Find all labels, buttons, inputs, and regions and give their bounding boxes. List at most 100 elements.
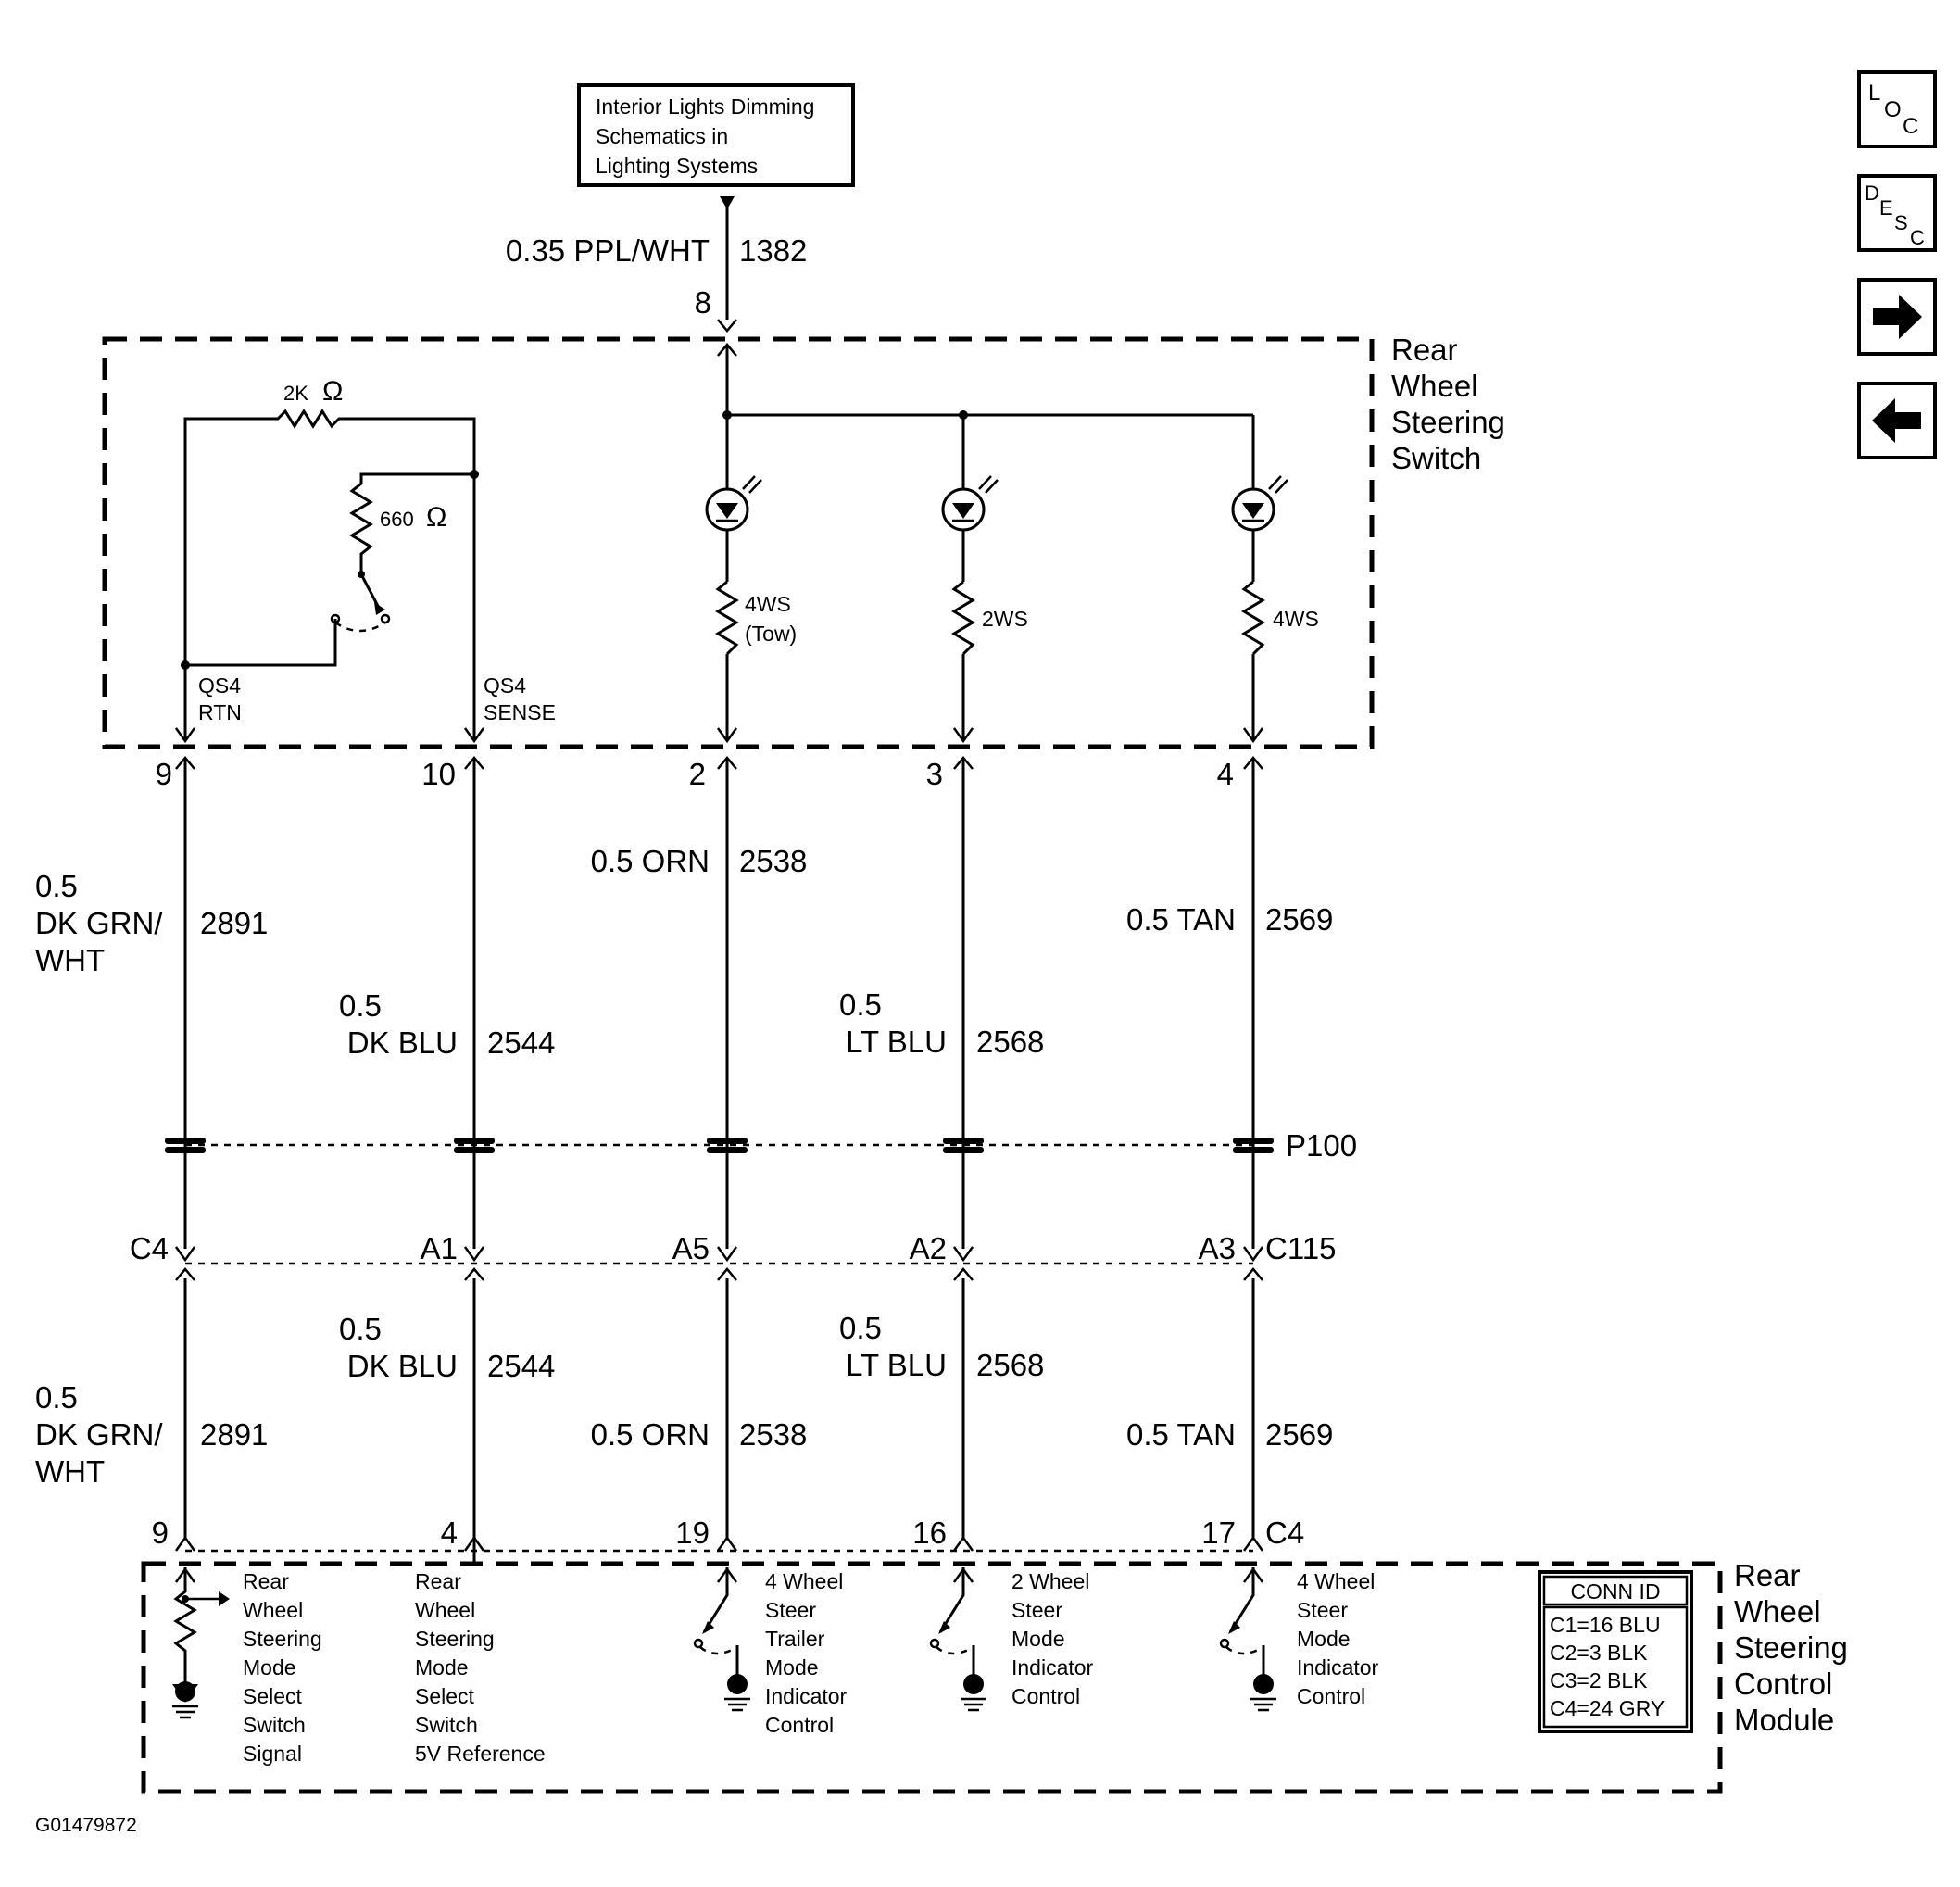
upper-w1-circuit: 2891 xyxy=(200,906,268,940)
arrow-right-icon xyxy=(1873,295,1922,339)
resistor-660-unit: Ω xyxy=(426,502,446,533)
lamp-resistor-2-label: 2WS xyxy=(982,607,1028,631)
desc-button[interactable]: D E S C xyxy=(1857,174,1937,252)
switch-title-line-4: Switch xyxy=(1391,441,1481,475)
col1-line-6: Switch xyxy=(243,1713,306,1737)
col2-line-6: Switch xyxy=(415,1713,478,1737)
conn-id-row-3: C3=2 BLK xyxy=(1550,1668,1648,1692)
top-wire[interactable] xyxy=(717,196,737,333)
top-wire-circuit: 1382 xyxy=(739,233,807,268)
c115-pin-a1: A1 xyxy=(421,1231,458,1265)
upper-w5-circuit: 2569 xyxy=(1265,902,1333,937)
col4-line-3: Mode xyxy=(1011,1627,1065,1651)
col5-line-3: Mode xyxy=(1297,1627,1351,1651)
module-pin-4: 4 xyxy=(441,1516,458,1550)
next-arrow-button[interactable] xyxy=(1857,278,1937,356)
col5-labels: 4 Wheel Steer Mode Indicator Control xyxy=(1297,1569,1379,1708)
desc-letter-e: E xyxy=(1879,196,1893,220)
col5-line-4: Indicator xyxy=(1297,1655,1379,1679)
lower-wire-labels: 0.5 DK GRN/ WHT 2891 0.5 DK BLU 2544 0.5… xyxy=(35,1311,1333,1489)
c115-pin-a3: A3 xyxy=(1199,1231,1236,1265)
col2-line-4: Mode xyxy=(415,1655,469,1679)
lower-w3-label: 0.5 ORN xyxy=(591,1417,710,1452)
col3-line-6: Control xyxy=(765,1713,834,1737)
c115-connector[interactable] xyxy=(174,1246,1264,1281)
conn-id-row-2: C2=3 BLK xyxy=(1550,1641,1648,1665)
col5-line-2: Steer xyxy=(1297,1598,1348,1622)
driver-switch-4ws xyxy=(1219,1566,1276,1712)
col1-line-5: Select xyxy=(243,1684,303,1708)
col5-line-1: 4 Wheel xyxy=(1297,1569,1375,1593)
col3-line-5: Indicator xyxy=(765,1684,848,1708)
lamp-branch-2 xyxy=(941,415,999,744)
module-connector-c4[interactable] xyxy=(174,1535,1264,1553)
top-wire-label: 0.35 PPL/WHT xyxy=(506,233,710,268)
lower-w2-size: 0.5 xyxy=(339,1312,382,1346)
c115-pin-a2: A2 xyxy=(910,1231,947,1265)
c115-label: C115 xyxy=(1265,1231,1336,1265)
col4-line-5: Control xyxy=(1011,1684,1080,1708)
module-pin-16: 16 xyxy=(912,1516,947,1550)
switch-pin-4: 4 xyxy=(1217,757,1234,791)
col2-line-7: 5V Reference xyxy=(415,1742,546,1766)
module-title-line-1: Rear xyxy=(1734,1558,1801,1592)
loc-letter-o: O xyxy=(1884,97,1902,122)
lamp-branch-1 xyxy=(705,415,762,744)
conn-id-table: CONN ID C1=16 BLU C2=3 BLK C3=2 BLK C4=2… xyxy=(1538,1570,1693,1733)
lower-w2-circuit: 2544 xyxy=(487,1349,555,1383)
switch-pin-2: 2 xyxy=(689,757,706,791)
module-pin-9: 9 xyxy=(152,1516,169,1550)
loc-letter-l: L xyxy=(1868,81,1880,106)
col5-line-5: Control xyxy=(1297,1684,1365,1708)
col1-labels: Rear Wheel Steering Mode Select Switch S… xyxy=(243,1569,322,1766)
loc-button[interactable]: L O C xyxy=(1857,70,1937,148)
lower-w1-circuit: 2891 xyxy=(200,1417,268,1452)
desc-letter-d: D xyxy=(1865,182,1879,205)
col3-line-4: Mode xyxy=(765,1655,819,1679)
resistor-2k-label: 2K xyxy=(283,382,308,405)
p100-pass-through[interactable] xyxy=(165,1138,1274,1153)
switch-title-line-2: Wheel xyxy=(1391,369,1478,403)
reference-line-3: Lighting Systems xyxy=(596,154,758,178)
top-wire-pin: 8 xyxy=(695,285,711,320)
lower-w1-size: 0.5 xyxy=(35,1380,78,1415)
upper-w4-circuit: 2568 xyxy=(976,1025,1044,1059)
upper-w4-size: 0.5 xyxy=(839,988,882,1022)
mode-select-signal-input xyxy=(172,1566,230,1719)
switch-pins: 9 10 2 3 4 xyxy=(156,757,1234,791)
driver-switch-4ws-tow xyxy=(693,1566,750,1712)
upper-w2-color: DK BLU xyxy=(347,1025,458,1060)
module-title-line-5: Module xyxy=(1734,1703,1834,1737)
reference-box[interactable]: Interior Lights Dimming Schematics in Li… xyxy=(577,83,855,187)
c115-pin-a5: A5 xyxy=(672,1231,710,1265)
switch-title: Rear Wheel Steering Switch xyxy=(1391,333,1505,475)
qs4-rtn-label-a: QS4 xyxy=(198,673,241,698)
upper-w1-size: 0.5 xyxy=(35,869,78,903)
prev-arrow-button[interactable] xyxy=(1857,382,1937,459)
module-pin-19: 19 xyxy=(675,1516,710,1550)
qs4-sense-label-a: QS4 xyxy=(484,673,526,698)
lower-w3-circuit: 2538 xyxy=(739,1417,807,1452)
reference-line-2: Schematics in xyxy=(596,124,728,148)
switch-boundary xyxy=(102,336,1375,749)
lower-w1-color1: DK GRN/ xyxy=(35,1417,163,1452)
upper-w3-label: 0.5 ORN xyxy=(591,844,710,878)
desc-letter-c: C xyxy=(1910,226,1925,249)
arrow-left-icon xyxy=(1872,398,1921,443)
switch-pin-3: 3 xyxy=(926,757,943,791)
lower-w5-circuit: 2569 xyxy=(1265,1417,1333,1452)
resistor-660-label: 660 xyxy=(380,508,414,531)
lamp-bus xyxy=(717,343,1253,420)
switch-title-line-3: Steering xyxy=(1391,405,1505,439)
upper-w2-circuit: 2544 xyxy=(487,1025,555,1060)
lower-w1-color2: WHT xyxy=(35,1454,105,1489)
col2-line-3: Steering xyxy=(415,1627,495,1651)
qs4-rtn-label-b: RTN xyxy=(198,700,242,724)
reference-line-1: Interior Lights Dimming xyxy=(596,94,814,119)
col1-line-2: Wheel xyxy=(243,1598,303,1622)
upper-w1-color2: WHT xyxy=(35,943,105,977)
harness-wires[interactable] xyxy=(175,756,1263,1538)
control-module-title: Rear Wheel Steering Control Module xyxy=(1734,1558,1848,1737)
conn-id-row-1: C1=16 BLU xyxy=(1550,1613,1661,1637)
col1-line-1: Rear xyxy=(243,1569,289,1593)
